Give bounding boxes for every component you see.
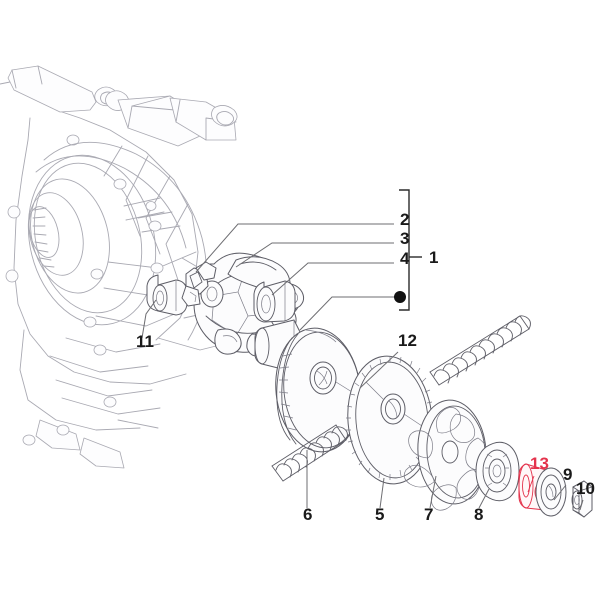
label-7: 7 (424, 505, 433, 524)
leader-lines (141, 223, 584, 511)
label-2: 2 (400, 210, 409, 229)
right-compression-spring (429, 315, 531, 386)
label-10: 10 (576, 479, 595, 498)
part-number-labels: 2 3 4 1 11 12 6 5 7 8 13 9 10 (136, 210, 595, 524)
label-8: 8 (474, 505, 483, 524)
drive-shaft-and-pulley (254, 319, 361, 453)
part-8-bearing-hub (475, 441, 520, 502)
part-4-variator-roller (253, 280, 296, 323)
part-11-bushing (146, 274, 188, 316)
part-6-compression-spring (271, 424, 348, 482)
label-5: 5 (375, 505, 384, 524)
part-2-slider-block (181, 261, 217, 307)
label-3: 3 (400, 229, 409, 248)
label-6: 6 (303, 505, 312, 524)
label-11: 11 (136, 332, 154, 351)
label-1: 1 (429, 248, 438, 267)
label-13-highlighted: 13 (530, 454, 549, 473)
bracket-terminal-dot (394, 291, 406, 303)
group-bracket (394, 189, 422, 311)
part-9-washer-disc (535, 467, 567, 517)
part-10-retaining-nut (571, 480, 593, 518)
label-9: 9 (563, 465, 572, 484)
label-4: 4 (400, 249, 410, 268)
part-5-driven-gear-wheel (346, 355, 433, 485)
label-12: 12 (398, 331, 417, 350)
engine-crankcase-background (0, 65, 238, 469)
